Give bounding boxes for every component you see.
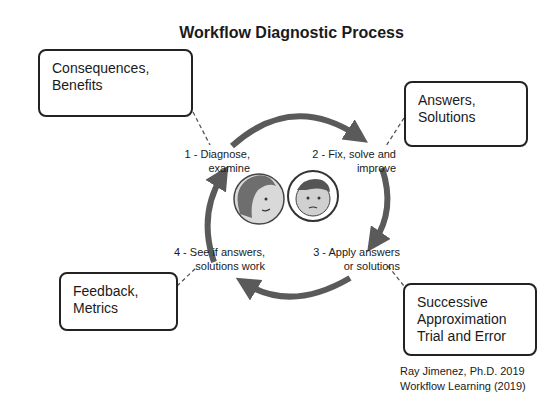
text-box: Consequences, Benefits [38,49,193,117]
text-box: Feedback, Metrics [59,272,178,331]
man-face [288,171,338,221]
step-label: 2 - Fix, solve and improve [310,147,396,176]
box-text: Consequences, Benefits [52,60,179,94]
cycle-arrow [232,116,358,146]
box-text: Answers, Solutions [418,92,514,126]
woman-face [234,174,284,224]
text-box: Successive Approximation Trial and Error [403,283,537,356]
diagram-title: Workflow Diagnostic Process [0,24,553,42]
leader-line [193,112,210,145]
cycle-arrow [246,278,350,297]
text-box: Answers, Solutions [404,81,528,147]
step-label: 1 - Diagnose, examine [160,147,250,176]
credit-text: Ray Jimenez, Ph.D. 2019 [400,364,550,378]
step-label: 4 - See if answers, solutions work [160,245,265,274]
step-label: 3 - Apply answers or solutions [310,245,400,274]
leader-line [177,268,196,286]
box-text: Feedback, Metrics [73,283,164,317]
box-text: Successive Approximation Trial and Error [417,294,523,345]
cycle-arrow [374,168,387,242]
leader-line [386,118,404,146]
credit-text: Workflow Learning (2019) [400,379,550,393]
